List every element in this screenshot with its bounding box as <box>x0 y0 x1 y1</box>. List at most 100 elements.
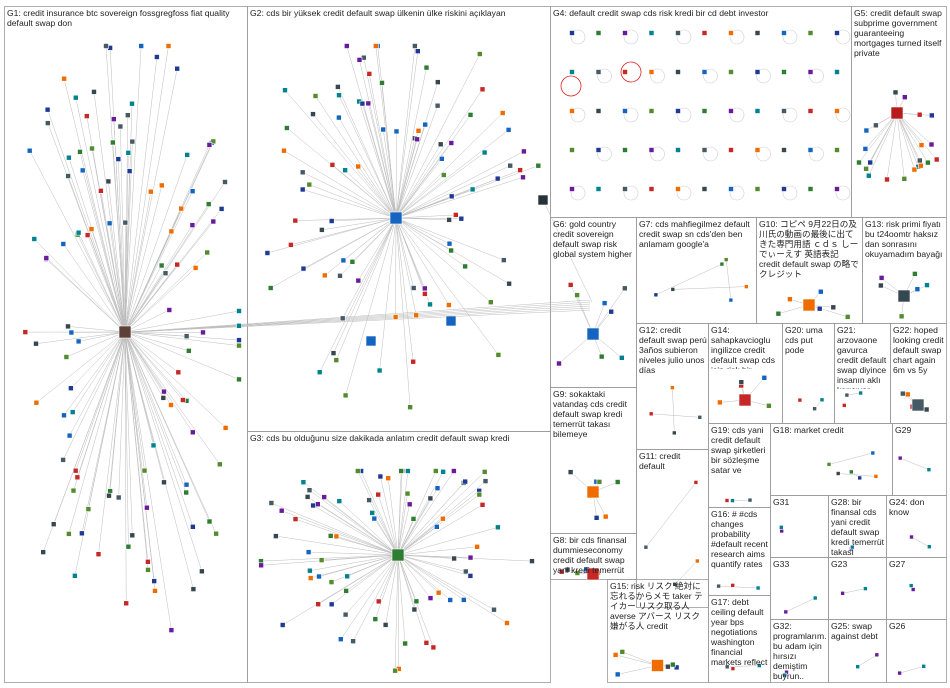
group-label-g5: G5: credit default swap subprime governm… <box>854 8 946 58</box>
g3-edge <box>398 555 464 600</box>
g22-node <box>900 391 905 396</box>
g1-node <box>64 355 69 360</box>
g1-edge <box>80 152 125 332</box>
g13-node <box>915 287 920 292</box>
g7-edge <box>673 287 747 290</box>
g3-node <box>293 517 298 522</box>
group-label-g29: G29 <box>895 425 945 435</box>
g1-node <box>166 44 171 49</box>
g5-node <box>902 176 907 181</box>
group-label-g20: G20: uma cds put pode comprar <box>785 325 833 357</box>
g1-edge <box>125 332 187 485</box>
g1-node <box>193 265 198 270</box>
g1-node <box>163 271 168 276</box>
g3-node <box>461 597 466 602</box>
g2-edge <box>396 218 451 251</box>
g5-node <box>934 157 939 162</box>
g1-node <box>139 44 144 49</box>
g24-node <box>910 535 914 539</box>
g12-node <box>698 415 702 419</box>
g2-node <box>423 122 428 127</box>
g5-node <box>929 113 934 118</box>
g3-edge <box>332 555 398 604</box>
g1-edge <box>125 266 162 333</box>
g1-node <box>201 330 206 335</box>
g1-node <box>107 221 112 226</box>
g1-node <box>185 152 190 157</box>
g2-node <box>480 87 485 92</box>
g3-node <box>440 516 445 521</box>
g2-node <box>268 286 273 291</box>
g6-node <box>619 355 624 360</box>
g6-node <box>602 301 607 306</box>
g3-node <box>345 574 350 579</box>
g4-node <box>835 148 840 153</box>
g2-node <box>500 111 505 116</box>
g2-node <box>322 273 327 278</box>
g7-edge <box>726 260 731 301</box>
g2-node <box>412 44 417 49</box>
g31-node <box>779 525 783 529</box>
group-label-g11: G11: credit default <box>639 451 707 471</box>
g3-edge <box>313 506 398 556</box>
g19-node <box>731 499 735 503</box>
g13-node <box>925 283 930 288</box>
g15-node <box>665 664 670 669</box>
g3-node <box>259 563 264 568</box>
g3-node <box>301 480 306 485</box>
g4-node <box>702 70 707 75</box>
g2-edge <box>320 218 396 372</box>
g1-edge <box>125 225 192 332</box>
g3-node <box>376 492 381 497</box>
g2-edge <box>396 54 480 218</box>
g19-node <box>748 498 752 502</box>
g25-node <box>875 653 879 657</box>
g2-node <box>521 175 526 180</box>
g19-edge <box>733 500 751 501</box>
g27-node <box>909 584 913 588</box>
g1-node <box>207 519 212 524</box>
group-label-g14: G14: sahapkavcioglu ingilizce credit def… <box>711 325 781 369</box>
g3-node <box>273 534 278 539</box>
g3-node <box>431 645 436 650</box>
g14-node <box>766 403 771 408</box>
g3-node <box>307 488 312 493</box>
g20-node <box>813 407 817 411</box>
g9-hub <box>587 486 599 498</box>
g9-node <box>568 470 573 475</box>
g1-node <box>175 66 180 71</box>
group-label-g22: G22: hoped looking credit default swap c… <box>893 325 945 375</box>
g2-node <box>414 313 419 318</box>
g4-node <box>596 109 601 114</box>
g2-node-secondary <box>446 316 456 326</box>
g2-node <box>307 182 312 187</box>
g3-node <box>386 476 391 481</box>
g3-node <box>436 590 441 595</box>
g4-node <box>570 109 575 114</box>
g1-node <box>23 330 28 335</box>
g4-node <box>676 109 681 114</box>
g1-node <box>62 413 67 418</box>
g3-edge <box>398 555 494 610</box>
g1-node <box>124 601 129 606</box>
g33-node <box>784 610 788 614</box>
g1-node <box>190 189 195 194</box>
g1-node <box>80 168 85 173</box>
g2-node <box>300 187 305 192</box>
g6-hub <box>587 328 599 340</box>
group-label-g2: G2: cds bir yüksek credit default swap ü… <box>250 8 540 18</box>
g3-node <box>435 486 440 491</box>
g18-node <box>871 451 875 455</box>
g4-node <box>596 31 601 36</box>
g4-node <box>755 70 760 75</box>
g3-edge <box>398 555 450 600</box>
g2-node <box>415 49 420 54</box>
g2-edge <box>334 218 397 353</box>
g2-node <box>301 266 306 271</box>
g12-edge <box>651 414 700 418</box>
g16-edge <box>719 586 759 588</box>
g2-node <box>439 156 444 161</box>
g3-node <box>412 607 417 612</box>
g3-node <box>463 479 468 484</box>
g3-edge <box>398 555 405 644</box>
